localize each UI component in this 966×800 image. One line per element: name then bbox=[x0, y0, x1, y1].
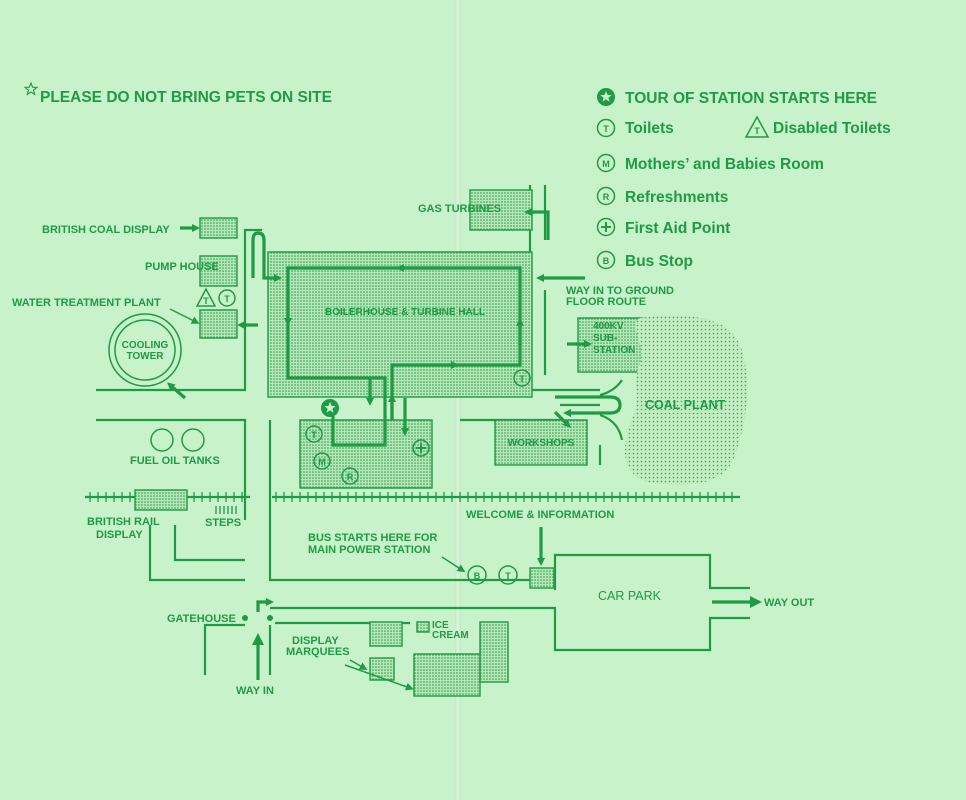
legend-disabled-toilets: Disabled Toilets bbox=[773, 120, 891, 137]
label-gas-turbines: GAS TURBINES bbox=[418, 203, 501, 215]
marquee-3 bbox=[413, 653, 481, 697]
pump-house-building bbox=[199, 255, 238, 287]
pets-notice: PLEASE DO NOT BRING PETS ON SITE bbox=[23, 81, 332, 106]
mothers-room-icon: M bbox=[596, 153, 616, 173]
tour-start-icon bbox=[597, 88, 615, 106]
tour-route bbox=[284, 264, 524, 447]
coal-display-building bbox=[199, 217, 238, 239]
svg-text:T: T bbox=[754, 126, 760, 136]
fuel-tank-1 bbox=[150, 428, 174, 452]
marquee-1 bbox=[369, 621, 403, 647]
map-disabled-toilet-icon: T bbox=[195, 287, 217, 307]
legend: TOUR OF STATION STARTS HERE T Toilets T … bbox=[596, 88, 891, 270]
ice-cream-kiosk bbox=[416, 621, 430, 633]
refreshments-icon: R bbox=[596, 186, 616, 206]
label-bus-starts-2: MAIN POWER STATION bbox=[308, 544, 430, 556]
label-display-marquees-2: MARQUEES bbox=[286, 646, 350, 658]
label-british-rail-display-2: DISPLAY bbox=[96, 529, 143, 541]
map-toilet-icon: T bbox=[305, 425, 323, 443]
direction-arrows bbox=[166, 208, 762, 691]
marquee-2 bbox=[369, 657, 395, 681]
label-way-in-ground: WAY IN TO GROUND bbox=[566, 285, 674, 297]
map-refreshments-icon: R bbox=[341, 467, 359, 485]
map-mothers-icon: M bbox=[313, 452, 331, 470]
map-toilet-icon: T bbox=[498, 565, 518, 585]
label-pump-house: PUMP HOUSE bbox=[145, 261, 219, 273]
label-cooling-tower-2: TOWER bbox=[126, 351, 164, 362]
steps-marker bbox=[215, 506, 237, 514]
label-boilerhouse: BOILERHOUSE & TURBINE HALL bbox=[325, 307, 485, 318]
label-coal-plant: COAL PLANT bbox=[645, 398, 726, 412]
workshops-building bbox=[494, 419, 588, 466]
label-car-park: CAR PARK bbox=[598, 589, 662, 603]
fuel-tank-2 bbox=[181, 428, 205, 452]
boilerhouse-building bbox=[267, 251, 533, 398]
marquee-4 bbox=[479, 621, 509, 683]
legend-refreshments: Refreshments bbox=[625, 189, 728, 206]
svg-text:T: T bbox=[203, 296, 209, 306]
tour-start-marker bbox=[321, 399, 339, 417]
label-ice-cream-2: CREAM bbox=[432, 630, 469, 641]
label-workshops: WORKSHOPS bbox=[508, 438, 575, 449]
map-bus-stop-icon: B bbox=[467, 565, 487, 585]
legend-first-aid: First Aid Point bbox=[625, 220, 730, 237]
label-fuel-oil-tanks: FUEL OIL TANKS bbox=[130, 455, 220, 467]
svg-text:M: M bbox=[318, 457, 326, 467]
label-bus-starts: BUS STARTS HERE FOR bbox=[308, 532, 437, 544]
svg-text:B: B bbox=[474, 571, 481, 581]
notice-text: PLEASE DO NOT BRING PETS ON SITE bbox=[40, 89, 332, 106]
rail-display-building bbox=[134, 489, 188, 511]
map-first-aid-icon bbox=[412, 439, 430, 457]
first-aid-icon bbox=[596, 217, 616, 237]
label-ice-cream: ICE bbox=[432, 620, 449, 631]
map-toilet-icon: T bbox=[513, 369, 531, 387]
label-water-treatment-plant: WATER TREATMENT PLANT bbox=[12, 297, 161, 309]
gatehouse-marker bbox=[242, 615, 248, 621]
toilet-icon: T bbox=[596, 118, 616, 138]
svg-text:T: T bbox=[519, 374, 525, 384]
coal-plant-area bbox=[624, 315, 748, 485]
svg-text:B: B bbox=[603, 256, 610, 266]
legend-mothers-room: Mothers’ and Babies Room bbox=[625, 156, 824, 173]
cooling-tower bbox=[108, 313, 182, 387]
star-icon bbox=[23, 81, 39, 96]
label-british-coal-display: BRITISH COAL DISPLAY bbox=[42, 224, 170, 236]
label-way-out: WAY OUT bbox=[764, 597, 814, 609]
svg-text:R: R bbox=[347, 472, 354, 482]
label-way-in: WAY IN bbox=[236, 685, 274, 697]
map-toilet-icon: T bbox=[218, 289, 236, 307]
water-treatment-building bbox=[199, 309, 238, 339]
legend-tour-start: TOUR OF STATION STARTS HERE bbox=[625, 90, 877, 107]
label-cooling-tower: COOLING bbox=[122, 340, 169, 351]
legend-bus-stop: Bus Stop bbox=[625, 253, 693, 270]
svg-text:T: T bbox=[224, 294, 230, 304]
info-kiosk bbox=[529, 567, 555, 589]
label-substation-3: STATION bbox=[593, 345, 635, 356]
svg-text:M: M bbox=[602, 159, 610, 169]
label-substation: 400KV bbox=[593, 321, 624, 332]
legend-toilets: Toilets bbox=[625, 120, 674, 137]
label-steps: STEPS bbox=[205, 517, 241, 529]
bus-stop-icon: B bbox=[596, 250, 616, 270]
svg-text:T: T bbox=[603, 124, 609, 134]
label-way-in-ground-2: FLOOR ROUTE bbox=[566, 296, 646, 308]
gas-turbines-building bbox=[469, 189, 533, 231]
label-gatehouse: GATEHOUSE bbox=[167, 613, 236, 625]
page-fold bbox=[455, 0, 461, 800]
svg-text:R: R bbox=[603, 192, 610, 202]
svg-text:T: T bbox=[505, 571, 511, 581]
roads bbox=[96, 185, 750, 675]
svg-text:T: T bbox=[311, 430, 317, 440]
label-welcome-information: WELCOME & INFORMATION bbox=[466, 509, 614, 521]
disabled-toilet-icon: T bbox=[744, 115, 770, 138]
label-british-rail-display: BRITISH RAIL bbox=[87, 516, 160, 528]
label-display-marquees: DISPLAY bbox=[292, 635, 339, 647]
gatehouse-marker-2 bbox=[267, 615, 273, 621]
label-substation-2: SUB- bbox=[593, 333, 617, 344]
